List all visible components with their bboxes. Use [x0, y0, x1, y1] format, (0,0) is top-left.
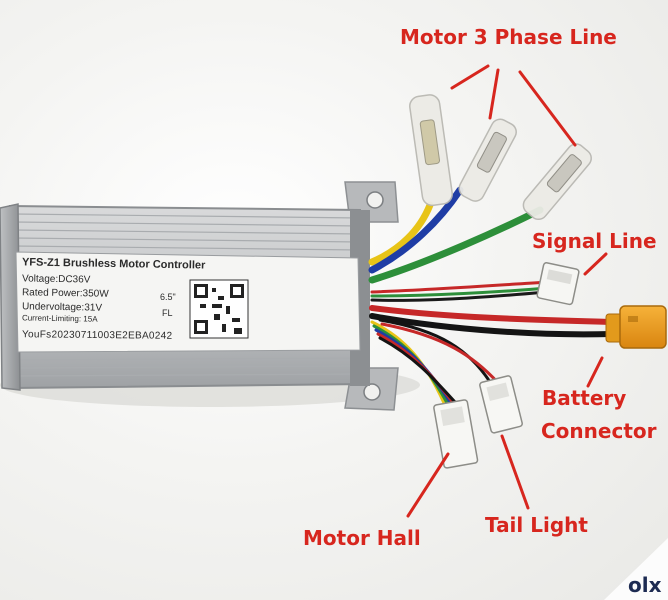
- sticker-current-limit: Current-Limiting: 15A: [21, 313, 98, 324]
- controller-sticker: [15, 251, 361, 353]
- sticker-fl: FL: [162, 308, 173, 318]
- olx-watermark: olx: [584, 538, 668, 600]
- callout-motor-3-phase-line: Motor 3 Phase Line: [400, 25, 617, 49]
- pointer-tail-light: [500, 434, 530, 510]
- pointer-signal: [583, 252, 608, 276]
- olx-logo-icon: olx: [604, 538, 668, 600]
- sticker-voltage: Voltage:DC36V: [21, 273, 91, 286]
- motor-hall-connector: [433, 399, 479, 469]
- callout-tail-light: Tail Light: [485, 513, 588, 537]
- pointer-battery: [586, 356, 604, 388]
- tail-light-connector: [479, 375, 523, 434]
- callout-battery: Battery: [542, 386, 627, 410]
- battery-connector: [605, 305, 667, 349]
- svg-text:olx: olx: [628, 573, 662, 597]
- pointer-phase-1: [450, 64, 490, 90]
- callout-connector: Connector: [541, 419, 657, 443]
- signal-connector: [536, 262, 580, 306]
- qr-code: [189, 279, 249, 339]
- sticker-serial: YouFs20230711003E2EBA0242: [21, 329, 173, 342]
- annotation-pointers: [406, 64, 608, 518]
- wire-bundle: [368, 186, 615, 414]
- pointer-phase-3: [518, 70, 577, 147]
- sticker-undervoltage: Undervoltage:31V: [21, 301, 103, 314]
- pointer-phase-2: [488, 68, 500, 120]
- callout-signal-line: Signal Line: [532, 229, 657, 253]
- housing-ribs: [13, 213, 365, 377]
- sticker-angle: 6.5": [160, 292, 176, 302]
- phase-connectors: [409, 94, 592, 221]
- callout-motor-hall: Motor Hall: [303, 526, 421, 550]
- pointer-motor-hall: [406, 452, 450, 518]
- sticker-rated-power: Rated Power:350W: [21, 287, 109, 300]
